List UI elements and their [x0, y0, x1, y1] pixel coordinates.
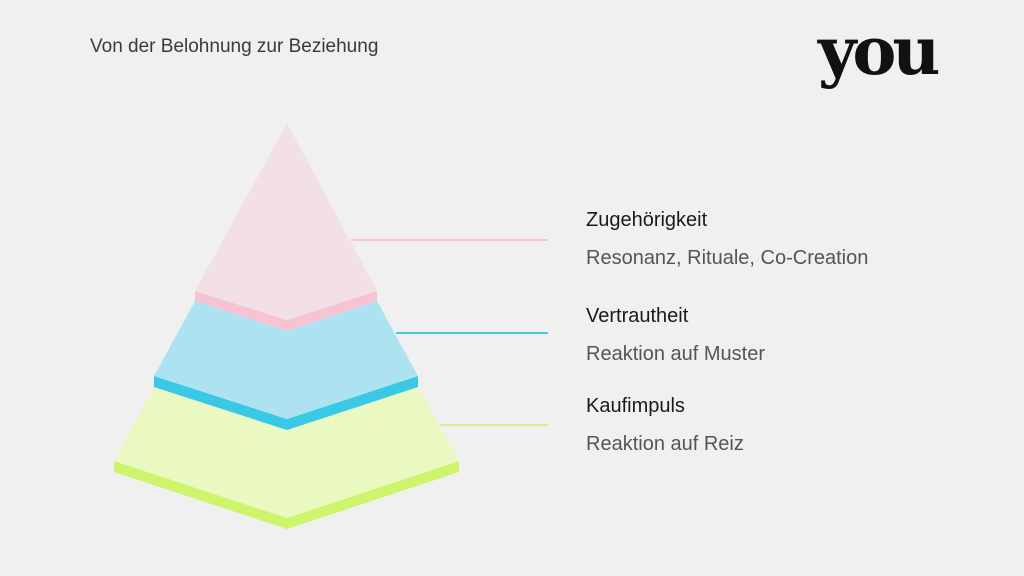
label-vertrautheit: Vertrautheit Reaktion auf Muster [586, 304, 765, 366]
level-subtitle: Reaktion auf Muster [586, 343, 765, 365]
level-zugehoerigkeit-edge [195, 291, 377, 331]
you-logo: you [818, 12, 940, 90]
level-title: Kaufimpuls [586, 395, 685, 417]
level-vertrautheit-face [154, 301, 418, 419]
level-kaufimpuls-face [114, 387, 459, 518]
level-subtitle: Reaktion auf Reiz [586, 433, 744, 455]
level-title: Vertrautheit [586, 305, 689, 327]
level-zugehoerigkeit-face [195, 123, 377, 320]
level-subtitle: Resonanz, Rituale, Co-Creation [586, 247, 869, 269]
level-vertrautheit-edge [154, 376, 418, 430]
label-kaufimpuls: Kaufimpuls Reaktion auf Reiz [586, 394, 744, 456]
label-zugehoerigkeit: Zugehörigkeit Resonanz, Rituale, Co-Crea… [586, 208, 868, 270]
slide-title: Von der Belohnung zur Beziehung [90, 36, 379, 57]
level-title: Zugehörigkeit [586, 209, 708, 231]
